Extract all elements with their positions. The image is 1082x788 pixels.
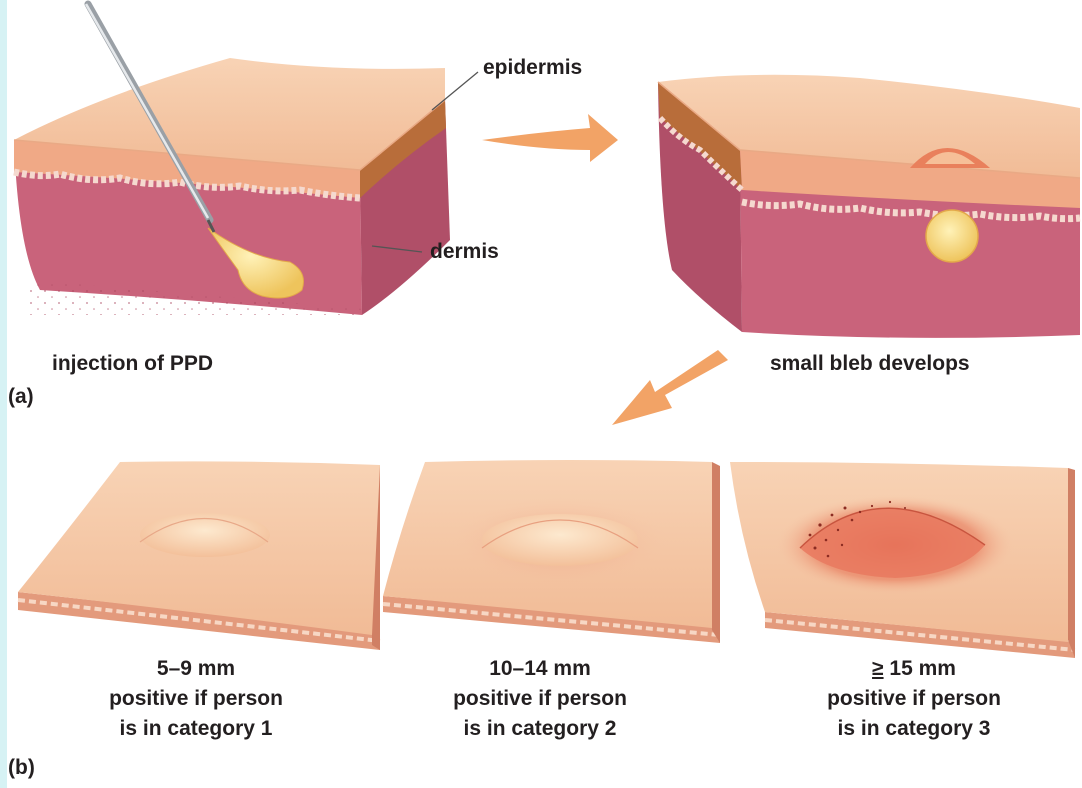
bleb-caption: small bleb develops [770, 352, 970, 376]
panel-b-tag: (b) [8, 756, 35, 780]
skin-tile-2 [383, 460, 720, 643]
result-1-size: 5–9 mm [46, 654, 346, 684]
dermis-label: dermis [430, 240, 499, 264]
arrow-down-left-icon [612, 350, 728, 425]
skin-block-injection [14, 58, 450, 315]
result-caption-3: ≥ 15 mm positive if person is in categor… [764, 654, 1064, 744]
result-3-size: 15 mm [884, 657, 956, 680]
result-3-line3: is in category 3 [764, 714, 1064, 744]
result-1-line2: positive if person [46, 684, 346, 714]
skin-block-bleb [658, 75, 1082, 342]
result-caption-2: 10–14 mm positive if person is in catego… [390, 654, 690, 744]
arrow-right-icon [482, 114, 618, 162]
result-2-line2: positive if person [390, 684, 690, 714]
skin-tile-1 [18, 461, 380, 650]
result-3-size-row: ≥ 15 mm [764, 654, 1064, 684]
skin-tile-3 [730, 462, 1075, 658]
result-caption-1: 5–9 mm positive if person is in category… [46, 654, 346, 744]
result-2-size: 10–14 mm [390, 654, 690, 684]
panel-a-tag: (a) [8, 385, 34, 409]
result-2-line3: is in category 2 [390, 714, 690, 744]
result-3-line2: positive if person [764, 684, 1064, 714]
result-1-line3: is in category 1 [46, 714, 346, 744]
result-3-size-symbol: ≥ [872, 657, 884, 680]
epidermis-label: epidermis [483, 56, 582, 80]
injection-caption: injection of PPD [52, 352, 213, 376]
